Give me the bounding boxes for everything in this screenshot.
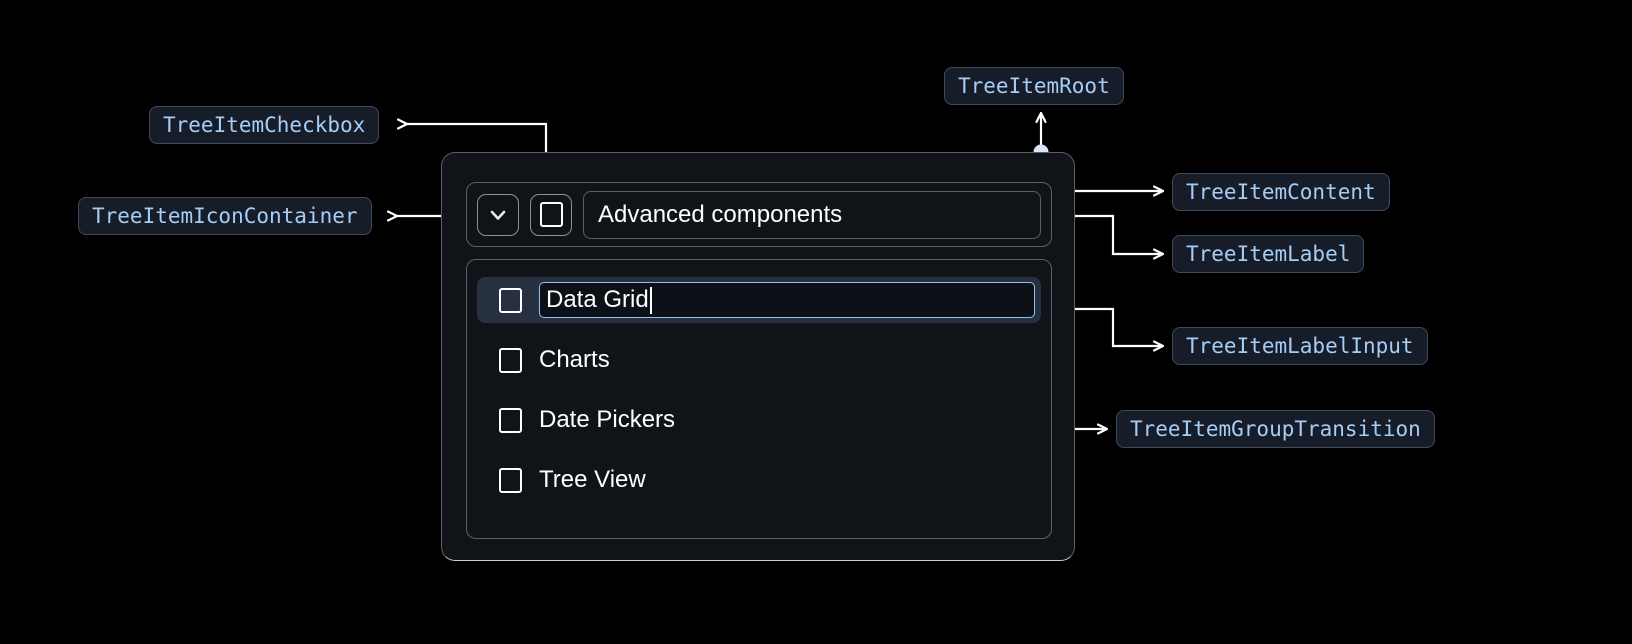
tree-row-data-grid[interactable]: Data Grid xyxy=(477,277,1041,323)
tree-item-label: Charts xyxy=(539,346,610,373)
tree-item-root[interactable]: Advanced components Data Grid Charts Dat… xyxy=(441,152,1075,561)
checkbox-square-icon xyxy=(539,202,563,227)
tree-item-label[interactable]: Advanced components xyxy=(583,190,1041,239)
tree-item-label-input[interactable]: Data Grid xyxy=(539,282,1035,318)
tree-item-content[interactable]: Advanced components xyxy=(466,182,1052,247)
tree-row-date-pickers[interactable]: Date Pickers xyxy=(477,397,1041,443)
annotation-tree-item-label-input: TreeItemLabelInput xyxy=(1172,327,1428,365)
annotation-tree-item-root: TreeItemRoot xyxy=(944,67,1124,105)
tree-item-group-transition: Data Grid Charts Date Pickers Tree View xyxy=(466,259,1052,539)
checkbox-square-icon[interactable] xyxy=(499,407,522,433)
text-cursor xyxy=(649,286,652,314)
annotation-tree-item-label: TreeItemLabel xyxy=(1172,235,1365,273)
checkbox-square-icon[interactable] xyxy=(499,287,522,313)
annotation-tree-item-checkbox: TreeItemCheckbox xyxy=(149,106,380,144)
tree-item-label: Date Pickers xyxy=(539,406,676,433)
checkbox-square-icon[interactable] xyxy=(499,347,522,373)
tree-row-charts[interactable]: Charts xyxy=(477,337,1041,383)
annotation-tree-item-content: TreeItemContent xyxy=(1172,173,1390,211)
tree-item-label: Tree View xyxy=(539,466,646,493)
tree-item-checkbox[interactable] xyxy=(530,193,572,236)
tree-item-icon-container[interactable] xyxy=(477,193,519,236)
annotation-tree-item-group-transition: TreeItemGroupTransition xyxy=(1116,410,1435,448)
tree-row-tree-view[interactable]: Tree View xyxy=(477,457,1041,503)
checkbox-square-icon[interactable] xyxy=(499,467,522,493)
chevron-down-icon xyxy=(485,202,511,228)
tree-item-label-input-value: Data Grid xyxy=(546,286,649,313)
annotation-tree-item-icon-container: TreeItemIconContainer xyxy=(78,197,372,235)
tree-item-label-text: Advanced components xyxy=(598,200,843,228)
